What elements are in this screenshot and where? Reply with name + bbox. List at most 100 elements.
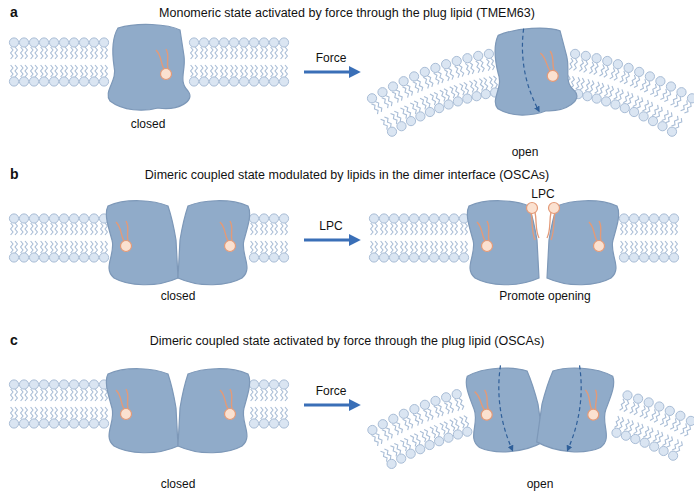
lipid-tail (101, 47, 103, 59)
lipid-tail (420, 431, 426, 442)
lipid-tail (21, 223, 23, 235)
lipid-tail (261, 407, 263, 419)
lipid-tail (434, 406, 439, 417)
lipid-tail (653, 430, 659, 441)
lipid-tail (61, 407, 63, 419)
lipid-head (29, 214, 38, 223)
lipid-tail (491, 58, 495, 70)
lipid-head (79, 214, 88, 223)
lipid-tail (440, 90, 445, 101)
lipid-tail (55, 389, 57, 401)
lipid-tail (381, 241, 383, 253)
lipid-tail (644, 81, 650, 92)
lipid-tail (410, 436, 416, 447)
lipid-tail (664, 416, 670, 427)
lipid-tail (51, 223, 53, 235)
lipid-tail (469, 81, 473, 93)
lipid-tail (459, 398, 464, 410)
lipid-tail (41, 65, 43, 77)
lipid-head (449, 214, 458, 223)
lipid-tail (608, 86, 613, 97)
lipid-tail (75, 389, 77, 401)
lipid-tail (450, 420, 455, 432)
lipid-tail (395, 223, 397, 235)
state-label: open (512, 146, 539, 160)
lipid-tail (654, 86, 660, 97)
lipid-head (634, 394, 643, 403)
lipid-head (379, 253, 388, 262)
lipid-tail (211, 47, 213, 59)
lipid-head (416, 112, 425, 121)
lipid-head (389, 414, 398, 423)
lipid-head (29, 77, 38, 86)
lipid-head (89, 380, 98, 389)
lipid-head (9, 419, 18, 428)
lipid-head (259, 77, 268, 86)
lipid-tail (15, 407, 17, 419)
lipid-tail (255, 223, 257, 235)
lipid-tail (91, 389, 93, 401)
lipid-tail (455, 399, 460, 411)
lipid-tail (411, 223, 413, 235)
lipid-tail (625, 241, 627, 253)
lipid-head (39, 253, 48, 262)
lipid-head (399, 253, 408, 262)
lipid-head (435, 437, 444, 446)
lipid-head (463, 427, 472, 436)
lipid-tail (225, 65, 227, 77)
lipid-tail (676, 441, 682, 452)
lipid-head (259, 38, 268, 47)
lipid-head (472, 92, 481, 101)
lipid-tail (431, 223, 433, 235)
lipid-tail (55, 241, 57, 253)
lipid-tail (275, 407, 277, 419)
lipid-tail (392, 92, 398, 103)
lipid-head (425, 107, 434, 116)
lipid-tail (55, 223, 57, 235)
lipid-tail (421, 223, 423, 235)
lipid-tail (660, 414, 666, 425)
lipid-tail (281, 407, 283, 419)
lipid-head (406, 449, 415, 458)
lipid-tail (381, 451, 388, 462)
lipid-tail (392, 424, 398, 435)
lipid-tail (261, 65, 263, 77)
lipid-tail (81, 407, 83, 419)
lipid-tail (221, 65, 223, 77)
lipid-head (39, 419, 48, 428)
lipid-tail (281, 65, 283, 77)
lipid-tail (427, 76, 433, 87)
lipid-tail (640, 79, 646, 90)
lipid-head (444, 100, 453, 109)
lipid-tail (441, 223, 443, 235)
state-label: Promote opening (499, 290, 590, 304)
lipid-head (269, 38, 278, 47)
lipid-tail (647, 428, 653, 439)
lipid-label: LPC (531, 188, 554, 202)
lipid-tail (430, 94, 436, 105)
lipid-tail (656, 107, 662, 118)
arrow-label: Force (316, 52, 347, 66)
lipid-tail (265, 47, 267, 59)
lipid-head (69, 214, 78, 223)
lipid-tail (275, 47, 277, 59)
lipid-head (59, 253, 68, 262)
lipid-head (656, 77, 665, 86)
lipid-tail (25, 389, 27, 401)
lipid-tail (672, 439, 678, 450)
lipid-head (369, 214, 378, 223)
lipid-tail (265, 223, 267, 235)
lipid-head (444, 433, 453, 442)
lipid-tail (448, 401, 453, 413)
lipid-tail (191, 47, 193, 59)
lipid-tail (455, 241, 457, 253)
lipid-tail (85, 47, 87, 59)
lipid-tail (91, 241, 93, 253)
lipid-tail (375, 102, 382, 112)
lipid-head (452, 390, 461, 399)
lipid-tail (631, 223, 633, 235)
lipid-tail (580, 78, 584, 90)
lipid-tail (494, 76, 498, 88)
lipid-tail (15, 65, 17, 77)
lipid-tail (391, 114, 398, 124)
